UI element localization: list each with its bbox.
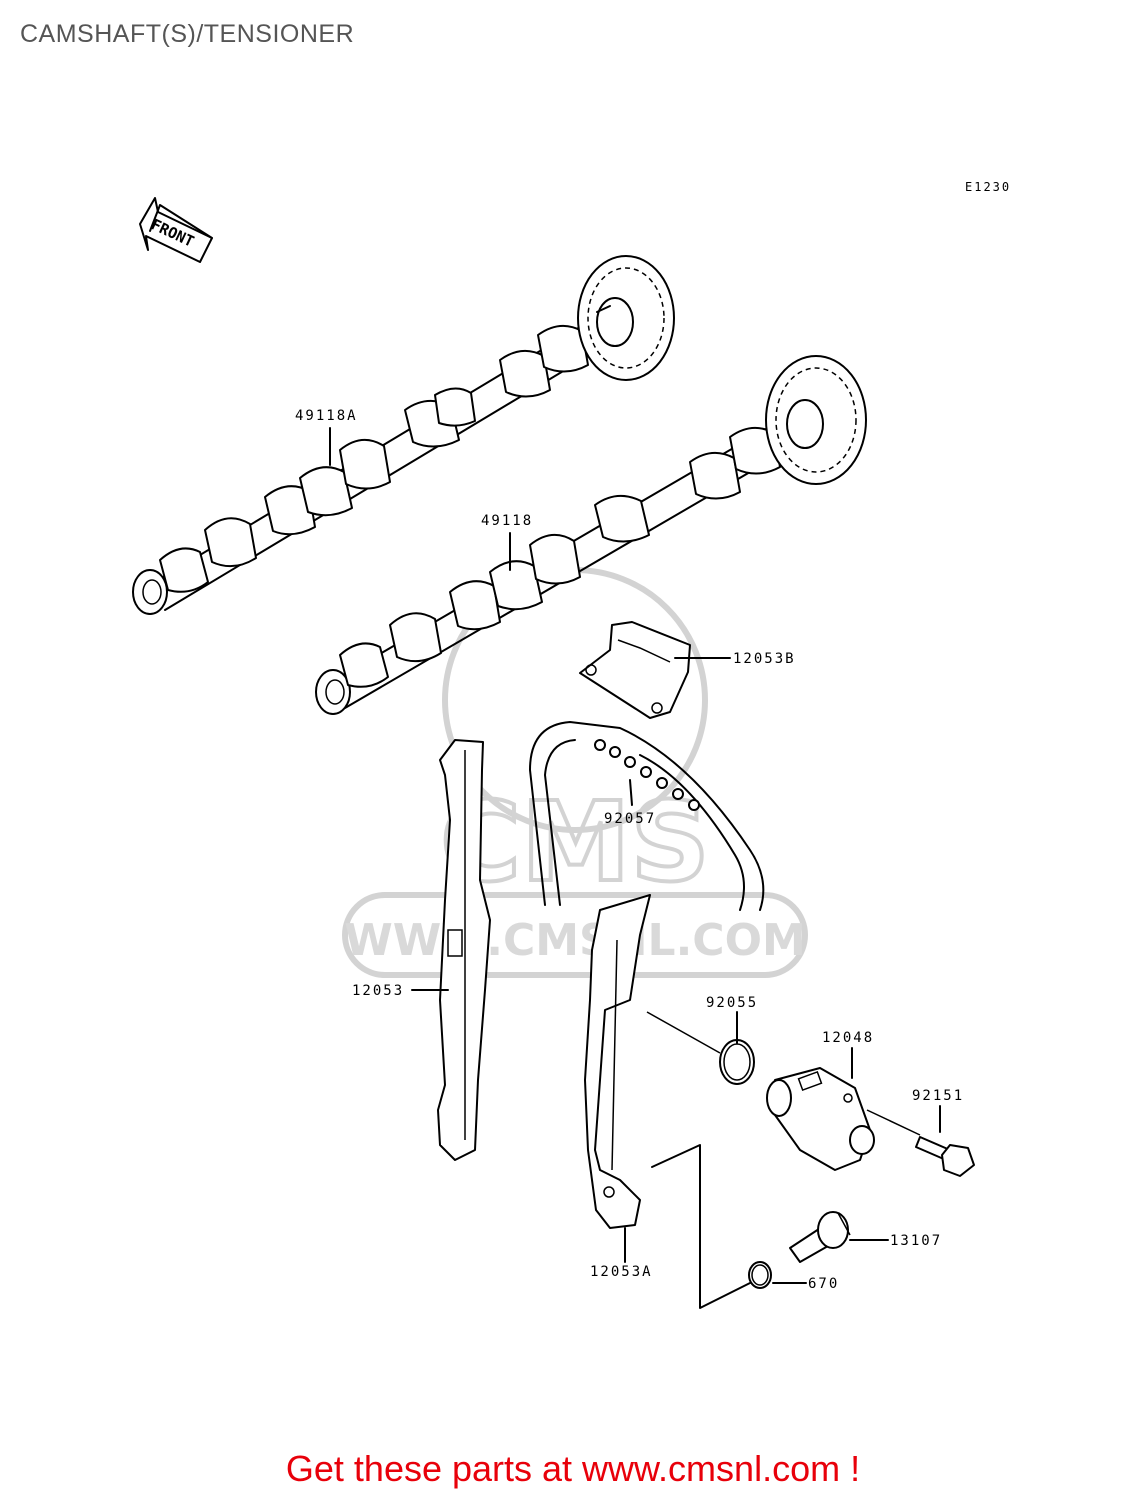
tensioner-assy xyxy=(766,1067,875,1171)
part-label-13107: 13107 xyxy=(890,1233,942,1249)
get-parts-link[interactable]: Get these parts at www.cmsnl.com ! xyxy=(285,1448,861,1489)
flange-bolt xyxy=(866,1109,975,1177)
cam-chain xyxy=(529,721,765,911)
leader-lines xyxy=(329,427,941,1309)
part-label-49118: 49118 xyxy=(481,513,533,529)
part-label-92055: 92055 xyxy=(706,995,758,1011)
tensioner-bolt xyxy=(789,1211,851,1263)
front-label: FRONT xyxy=(148,215,197,250)
part-label-49118A: 49118A xyxy=(295,408,358,424)
part-label-12048: 12048 xyxy=(822,1030,874,1046)
chain-guide-front xyxy=(437,739,491,1161)
watermark-url: WWW.CMSNL.COM xyxy=(344,915,806,966)
chain-guide-rear xyxy=(584,894,651,1229)
gasket xyxy=(748,1261,772,1289)
chain-guide-upper xyxy=(579,621,691,719)
camshaft-intake xyxy=(315,355,867,715)
page-title: CAMSHAFT(S)/TENSIONER xyxy=(20,20,355,48)
front-arrow-icon: FRONT xyxy=(139,197,213,263)
camshaft-exhaust xyxy=(132,255,675,615)
part-label-12053A: 12053A xyxy=(590,1264,653,1280)
watermark: CMS WWW.CMSNL.COM xyxy=(342,567,808,978)
part-label-12053: 12053 xyxy=(352,983,404,999)
part-label-92151: 92151 xyxy=(912,1088,964,1104)
part-label-12053B: 12053B xyxy=(733,651,796,667)
part-label-92057: 92057 xyxy=(604,811,656,827)
watermark-logo: CMS xyxy=(440,778,709,906)
part-labels: 49118A 49118 12053B 92057 12053 92055 12… xyxy=(295,408,964,1292)
diagram-code: E1230 xyxy=(965,180,1011,194)
part-label-670: 670 xyxy=(808,1276,839,1292)
